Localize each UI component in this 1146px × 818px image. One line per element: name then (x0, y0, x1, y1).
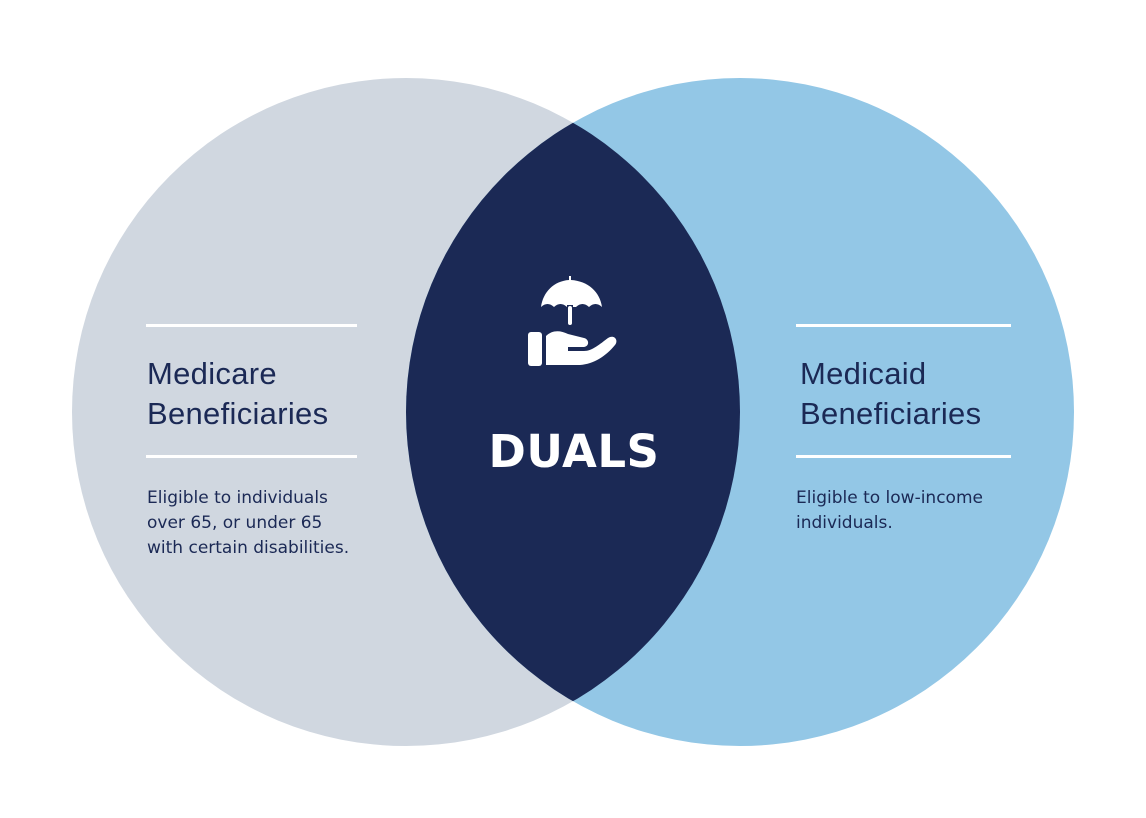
medicare-description-line-1: Eligible to individuals (147, 488, 328, 508)
duals-overlap (406, 78, 740, 746)
medicaid-description: Eligible to low-income individuals. (796, 486, 983, 536)
medicare-description: Eligible to individuals over 65, or unde… (147, 486, 349, 561)
medicare-title-line-1: Medicare (147, 356, 277, 391)
medicare-title: Medicare Beneficiaries (147, 354, 328, 434)
medicaid-title: Medicaid Beneficiaries (800, 354, 981, 434)
medicaid-top-divider (796, 324, 1011, 327)
medicaid-description-line-1: Eligible to low-income (796, 488, 983, 508)
umbrella-hand-icon (522, 272, 626, 376)
medicaid-description-line-2: individuals. (796, 513, 893, 533)
medicaid-bottom-divider (796, 455, 1011, 458)
medicare-title-line-2: Beneficiaries (147, 396, 329, 431)
duals-label: DUALS (488, 425, 660, 478)
medicare-top-divider (146, 324, 357, 327)
medicare-description-line-2: over 65, or under 65 (147, 513, 323, 533)
medicaid-title-line-2: Beneficiaries (800, 396, 982, 431)
medicaid-title-line-1: Medicaid (800, 356, 927, 391)
medicare-description-line-3: with certain disabilities. (147, 538, 350, 558)
medicare-bottom-divider (146, 455, 357, 458)
